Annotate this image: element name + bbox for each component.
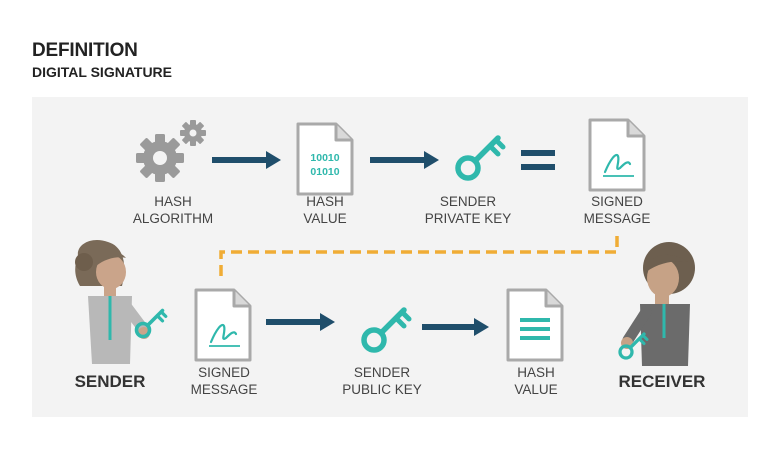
hash-value-document-icon — [506, 288, 564, 362]
label-sender: SENDER — [74, 372, 146, 391]
private-key-icon — [458, 138, 503, 178]
equals-icon — [521, 150, 555, 170]
page-subtitle: DIGITAL SIGNATURE — [32, 64, 172, 80]
signed-document-icon-bottom — [194, 288, 252, 362]
signed-message-connector — [219, 236, 619, 280]
hash-document-icon: 10010 01010 — [296, 122, 354, 196]
sender-avatar — [75, 239, 150, 364]
label-hash-algorithm: HASH ALGORITHM — [132, 194, 214, 226]
label-hash-value-top: HASH VALUE — [303, 194, 347, 226]
label-sender-private-key: SENDER PRIVATE KEY — [424, 194, 512, 226]
arrow-4 — [422, 318, 489, 336]
hash-digits-line1: 10010 — [310, 152, 339, 164]
label-signed-message-top: SIGNED MESSAGE — [583, 194, 651, 226]
label-signed-message-bottom: SIGNED MESSAGE — [190, 365, 258, 397]
hash-digits-line2: 01010 — [310, 166, 339, 178]
arrow-2 — [370, 151, 439, 169]
label-sender-public-key: SENDER PUBLIC KEY — [342, 365, 422, 397]
gears-icon — [136, 120, 206, 182]
receiver-avatar — [621, 242, 695, 366]
arrow-1 — [212, 151, 281, 169]
arrow-3 — [266, 313, 335, 331]
public-key-icon — [364, 310, 409, 350]
signed-document-icon — [588, 118, 646, 192]
label-receiver: RECEIVER — [618, 372, 706, 391]
page-title: DEFINITION — [32, 40, 138, 61]
label-hash-value-bottom: HASH VALUE — [514, 365, 558, 397]
